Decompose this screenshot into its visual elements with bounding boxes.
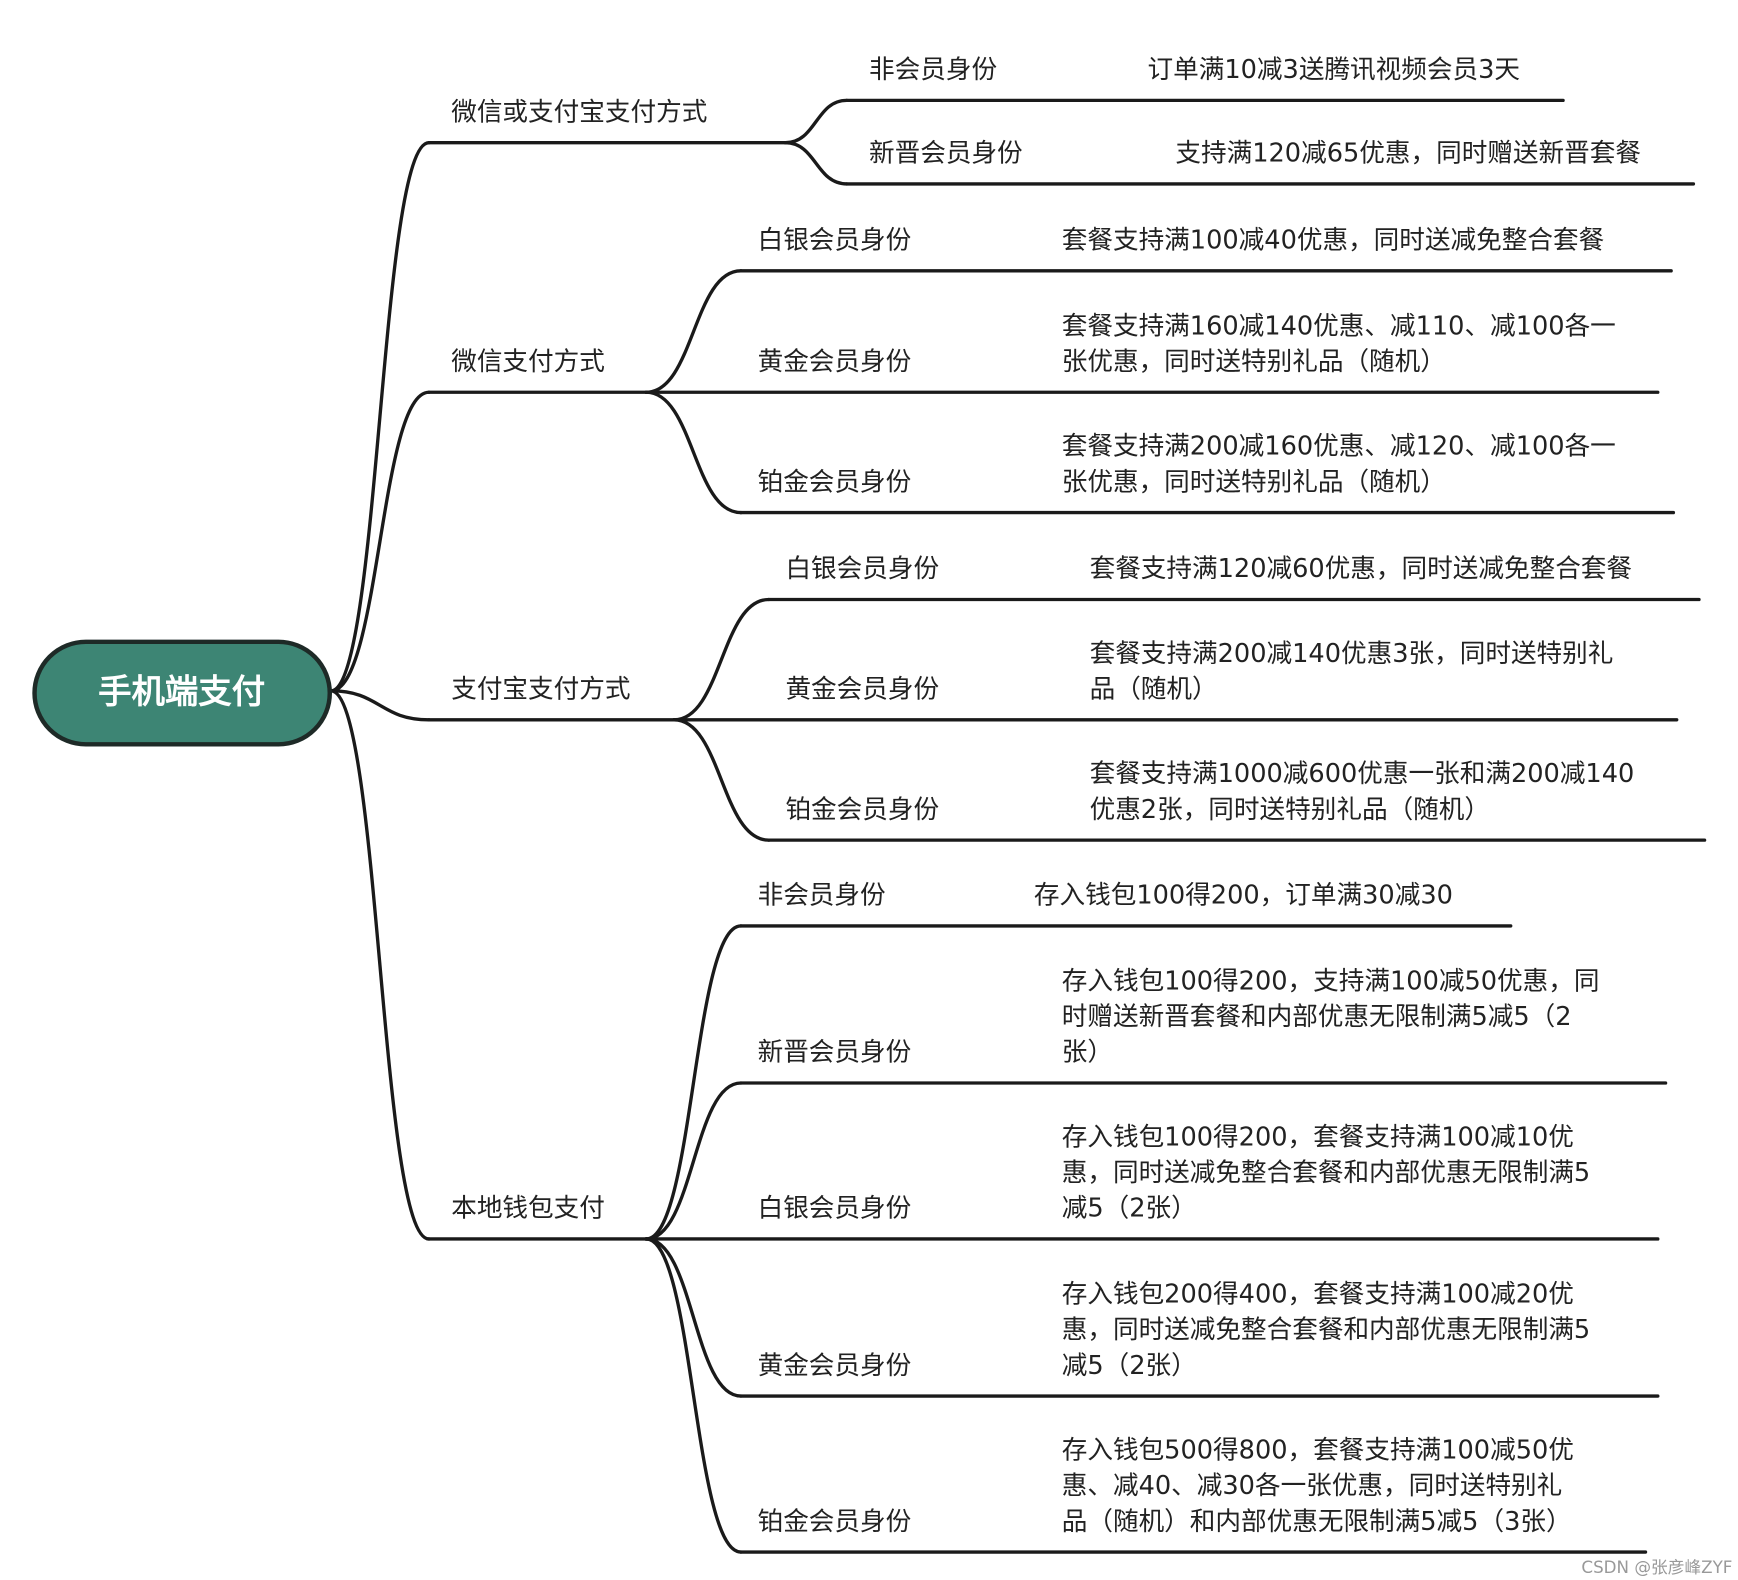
benefit-text: 套餐支持满100减40优惠，同时送减免整合套餐 [1062,226,1604,256]
branch-edge [783,98,849,145]
benefit-text: 惠、减40、减30各一张优惠，同时送特别礼 [1062,1471,1563,1501]
benefit-text: 存入钱包200得400，套餐支持满100减20优 [1062,1279,1574,1309]
benefit-text: 品（随机）和内部优惠无限制满5减5（3张） [1062,1507,1572,1537]
benefit-text: 支持满120减65优惠，同时赠送新晋套餐 [1175,139,1641,169]
benefit-text: 惠，同时送减免整合套餐和内部优惠无限制满5 [1062,1315,1590,1345]
root-node-label: 手机端支付 [98,672,265,711]
member-label[interactable]: 白银会员身份 [758,226,912,256]
benefit-text: 套餐支持满120减60优惠，同时送减免整合套餐 [1090,554,1632,584]
benefit-text: 套餐支持满1000减600优惠一张和满200减140 [1090,759,1635,789]
benefit-text: 时赠送新晋套餐和内部优惠无限制满5减5（2 [1062,1002,1572,1032]
edges [329,98,1707,1554]
benefit-text: 存入钱包100得200，支持满100减50优惠，同 [1062,966,1600,996]
benefit-text: 存入钱包500得800，套餐支持满100减50优 [1062,1435,1574,1465]
benefit-text: 存入钱包100得200，订单满30减30 [1034,881,1453,911]
branch-edge [644,1081,743,1241]
branch-edge [644,269,743,394]
benefit-text: 张优惠，同时送特别礼品（随机） [1062,467,1446,497]
benefit-text: 套餐支持满200减140优惠3张，同时送特别礼 [1090,639,1614,669]
branch-edge [644,1237,743,1398]
member-label[interactable]: 白银会员身份 [785,554,939,584]
branch-edge [672,718,771,842]
branch-label[interactable]: 微信支付方式 [451,347,605,377]
member-label[interactable]: 非会员身份 [869,55,997,85]
benefit-text: 套餐支持满160减140优惠、减110、减100各一 [1062,311,1616,341]
member-label[interactable]: 新晋会员身份 [869,139,1023,169]
benefit-text: 惠，同时送减免整合套餐和内部优惠无限制满5 [1062,1158,1590,1188]
branch-label[interactable]: 支付宝支付方式 [451,675,630,705]
branch-edge [672,597,771,722]
member-label[interactable]: 非会员身份 [758,881,886,911]
benefit-text: 减5（2张） [1062,1194,1197,1224]
nodes: 微信或支付宝支付方式非会员身份订单满10减3送腾讯视频会员3天新晋会员身份支持满… [451,55,1641,1537]
benefit-text: 存入钱包100得200，套餐支持满100减10优 [1062,1122,1574,1152]
member-label[interactable]: 铂金会员身份 [758,1507,912,1537]
member-label[interactable]: 铂金会员身份 [785,795,939,825]
watermark: CSDN @张彦峰ZYF [1581,1557,1732,1577]
benefit-text: 订单满10减3送腾讯视频会员3天 [1148,55,1521,85]
branch-edge [644,390,743,515]
benefit-text: 品（随机） [1090,675,1218,705]
member-label[interactable]: 黄金会员身份 [758,347,912,377]
member-label[interactable]: 黄金会员身份 [758,1351,912,1381]
benefit-text: 减5（2张） [1062,1351,1197,1381]
root-node-shape [32,639,333,747]
benefit-text: 张优惠，同时送特别礼品（随机） [1062,347,1446,377]
root-edge [329,141,431,693]
root-edge [329,689,431,722]
root-node[interactable]: 手机端支付 [32,639,333,747]
benefit-text: 优惠2张，同时送特别礼品（随机） [1090,795,1490,825]
branch-edge [783,141,849,186]
benefit-text: 张） [1062,1038,1113,1068]
branch-edge [644,924,743,1241]
benefit-text: 套餐支持满200减160优惠、减120、减100各一 [1062,432,1616,462]
branch-label[interactable]: 本地钱包支付 [451,1194,605,1224]
branch-label[interactable]: 微信或支付宝支付方式 [451,97,707,127]
root-edge [329,390,431,693]
member-label[interactable]: 黄金会员身份 [785,675,939,705]
member-label[interactable]: 铂金会员身份 [758,467,912,497]
member-label[interactable]: 白银会员身份 [758,1194,912,1224]
branch-edge [644,1237,743,1554]
member-label[interactable]: 新晋会员身份 [758,1038,912,1068]
root-edge [329,689,431,1241]
